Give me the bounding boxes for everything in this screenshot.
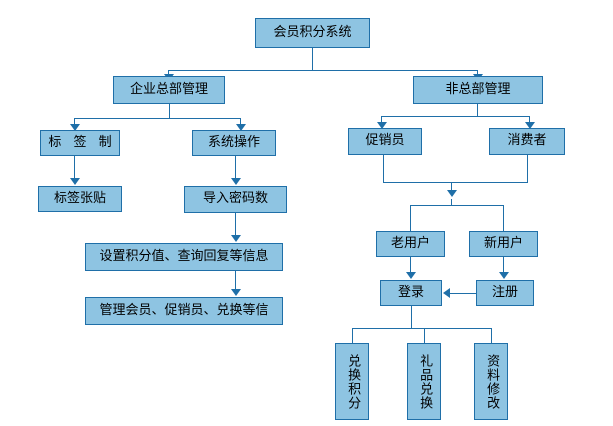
connector-users-split-bar [410,205,503,206]
node-non-hq-management[interactable]: 非总部管理 [413,76,543,104]
connector-login-trunk [411,306,412,328]
arrowhead-label-to-posting [70,178,80,185]
arrowhead-olduser-to-login [406,272,416,279]
connector-olduser-to-login [410,257,411,275]
arrowhead-setpoints-to-manage [231,289,241,296]
node-new-user[interactable]: 新用户 [469,231,538,257]
connector-setpoints-to-manage [235,271,236,293]
connector-register-to-login [450,293,476,294]
node-root[interactable]: 会员积分系统 [255,18,370,48]
arrowhead-hq-to-label [70,124,80,131]
arrowhead-hq-to-sysop [236,124,246,131]
connector-promoter-down [383,155,384,182]
connector-root-to-hq [168,70,169,76]
arrowhead-register-to-login [443,288,450,298]
node-old-user[interactable]: 老用户 [376,231,445,257]
connector-users-merge-bar [383,182,528,183]
connector-nonhq-to-promoter [381,116,382,124]
node-gift-exchange[interactable]: 礼品兑换 [407,343,441,420]
node-set-points[interactable]: 设置积分值、查询回复等信息 [85,243,283,271]
node-register[interactable]: 注册 [476,280,534,306]
connector-nonhq-trunk [477,104,478,116]
connector-hq-to-sysop [240,118,241,126]
connector-login-to-profile [491,328,492,343]
connector-nonhq-split-bar [381,116,529,117]
node-consumer[interactable]: 消费者 [489,128,565,155]
arrowhead-users-merge [447,190,457,197]
connector-newuser-to-register [503,257,504,275]
connector-to-old-user [410,205,411,231]
connector-login-split-bar [352,328,491,329]
arrowhead-nonhq-to-consumer [525,122,535,129]
connector-root-to-nonhq [477,70,478,76]
arrowhead-newuser-to-register [499,272,509,279]
connector-nonhq-to-consumer [529,116,530,124]
node-label-making[interactable]: 标 签 制 [40,130,120,156]
connector-users-merge-down [451,182,452,192]
connector-hq-trunk [169,104,170,118]
connector-root-trunk [312,48,313,70]
connector-import-to-setpoints [235,213,236,237]
node-promoter[interactable]: 促销员 [348,128,422,155]
node-login[interactable]: 登录 [380,280,442,306]
node-label-posting[interactable]: 标签张贴 [38,186,122,212]
connector-root-split-bar [168,70,477,71]
connector-login-to-gift [424,328,425,343]
arrowhead-nonhq-to-promoter [377,122,387,129]
arrowhead-sysop-to-import [231,178,241,185]
arrowhead-import-to-setpoints [231,235,241,242]
connector-hq-to-label [74,118,75,126]
connector-users-split-down [451,199,452,205]
node-manage-members[interactable]: 管理会员、促销员、兑换等信 [85,297,283,325]
node-profile-edit[interactable]: 资料修改 [474,343,508,420]
connector-login-to-exchange [352,328,353,343]
connector-label-to-posting [74,156,75,180]
node-exchange-points[interactable]: 兑换积分 [335,343,369,420]
connector-consumer-down [527,155,528,182]
node-system-operation[interactable]: 系统操作 [192,130,276,156]
connector-to-new-user [503,205,504,231]
node-hq-management[interactable]: 企业总部管理 [113,76,225,104]
connector-hq-split-bar [74,118,240,119]
node-import-password[interactable]: 导入密码数 [184,186,287,213]
connector-sysop-to-import [235,156,236,180]
